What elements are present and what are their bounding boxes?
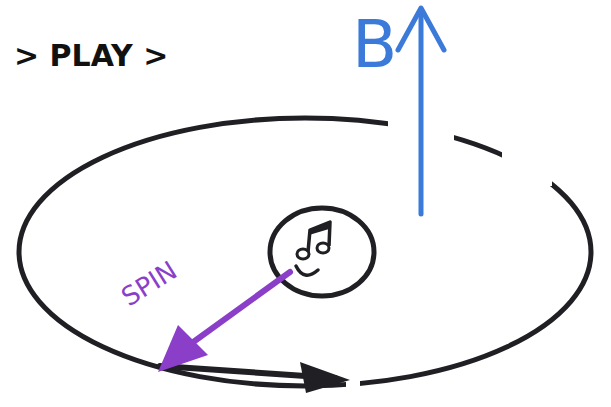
particle-circle: [270, 208, 374, 296]
orbit-ellipse: [19, 118, 591, 386]
orbit-gap: [502, 150, 552, 186]
note-eye: [317, 243, 329, 253]
note-stems: [308, 222, 330, 252]
orbit-arrow-head: [300, 362, 350, 393]
field-label: B: [352, 6, 397, 83]
field-arrow-head: [398, 8, 444, 50]
smile: [296, 266, 318, 275]
spin-label: SPIN: [116, 255, 182, 312]
spin-arrow-shaft: [185, 272, 290, 348]
field-arrow-shaft: [419, 10, 424, 214]
spin-arrow-head: [158, 325, 208, 372]
note-beam: [310, 226, 330, 232]
title-label: > PLAY >: [14, 38, 168, 73]
